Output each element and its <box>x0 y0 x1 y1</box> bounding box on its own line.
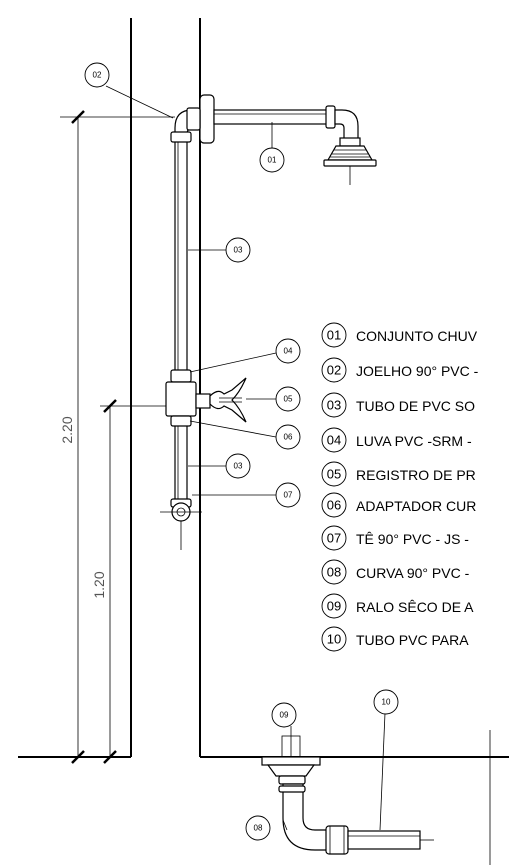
callout-09: 09 <box>271 702 297 728</box>
callout-01: 01 <box>259 147 285 173</box>
legend: 01 CONJUNTO CHUV 02 JOELHO 90° PVC - 03 … <box>321 322 479 652</box>
callout-08: 08 <box>245 815 271 841</box>
dimension-1-20: 1.20 <box>91 399 172 764</box>
callout-06: 06 <box>275 424 301 450</box>
leader-lines <box>105 85 386 831</box>
callout-10: 10 <box>373 689 399 715</box>
dimension-2-20: 2.20 <box>59 110 175 764</box>
svg-text:ADAPTADOR CUR: ADAPTADOR CUR <box>356 498 476 514</box>
svg-text:08: 08 <box>254 824 263 833</box>
dimension-label-valve: 1.20 <box>91 571 107 598</box>
svg-text:RALO SÊCO DE A: RALO SÊCO DE A <box>356 599 474 615</box>
drain-elbow <box>278 783 434 855</box>
svg-text:TÊ 90° PVC - JS -: TÊ 90° PVC - JS - <box>356 531 469 547</box>
svg-text:06: 06 <box>327 498 341 513</box>
svg-text:02: 02 <box>93 71 102 80</box>
shower-head <box>323 137 377 185</box>
svg-text:03: 03 <box>234 246 243 255</box>
svg-text:10: 10 <box>327 632 341 647</box>
svg-text:01: 01 <box>327 328 341 343</box>
floor-drain <box>261 726 321 785</box>
svg-text:08: 08 <box>327 565 341 580</box>
svg-text:05: 05 <box>284 395 293 404</box>
legend-item: 03 TUBO DE PVC SO <box>321 392 475 418</box>
svg-text:07: 07 <box>327 531 341 546</box>
svg-text:03: 03 <box>234 462 243 471</box>
callout-02: 02 <box>84 62 110 88</box>
callout-03a: 03 <box>225 237 251 263</box>
svg-text:06: 06 <box>284 433 293 442</box>
legend-item: 10 TUBO PVC PARA <box>321 626 469 652</box>
top-elbow <box>170 94 215 144</box>
legend-item: 06 ADAPTADOR CUR <box>321 492 476 518</box>
svg-text:03: 03 <box>327 398 341 413</box>
svg-text:10: 10 <box>382 698 391 707</box>
svg-text:09: 09 <box>280 711 289 720</box>
svg-text:04: 04 <box>327 433 341 448</box>
vertical-pipe <box>174 134 188 504</box>
svg-text:LUVA PVC -SRM -: LUVA PVC -SRM - <box>356 433 472 449</box>
svg-text:CURVA 90° PVC -: CURVA 90° PVC - <box>356 565 470 581</box>
shower-arm <box>213 105 359 141</box>
legend-item: 01 CONJUNTO CHUV <box>321 322 478 348</box>
callout-03b: 03 <box>225 453 251 479</box>
svg-text:09: 09 <box>327 599 341 614</box>
svg-text:05: 05 <box>327 467 341 482</box>
svg-text:TUBO DE PVC SO: TUBO DE PVC SO <box>356 398 475 414</box>
svg-text:01: 01 <box>268 156 277 165</box>
legend-item: 04 LUVA PVC -SRM - <box>321 427 472 453</box>
legend-item: 07 TÊ 90° PVC - JS - <box>321 525 469 551</box>
svg-text:02: 02 <box>327 363 341 378</box>
callout-07: 07 <box>275 482 301 508</box>
svg-text:REGISTRO DE PR: REGISTRO DE PR <box>356 467 476 483</box>
callout-04: 04 <box>275 338 301 364</box>
svg-text:04: 04 <box>284 347 293 356</box>
bottom-tee <box>160 498 202 550</box>
svg-text:CONJUNTO CHUV: CONJUNTO CHUV <box>356 328 478 344</box>
callout-05: 05 <box>275 386 301 412</box>
legend-item: 02 JOELHO 90° PVC - <box>321 357 479 383</box>
legend-item: 05 REGISTRO DE PR <box>321 461 476 487</box>
legend-item: 08 CURVA 90° PVC - <box>321 559 470 585</box>
svg-text:JOELHO 90° PVC -: JOELHO 90° PVC - <box>356 363 479 379</box>
valve-assembly <box>165 369 247 427</box>
svg-text:TUBO PVC PARA: TUBO PVC PARA <box>356 632 469 648</box>
legend-item: 09 RALO SÊCO DE A <box>321 593 474 619</box>
dimension-label-total: 2.20 <box>59 416 75 443</box>
svg-text:07: 07 <box>284 491 293 500</box>
